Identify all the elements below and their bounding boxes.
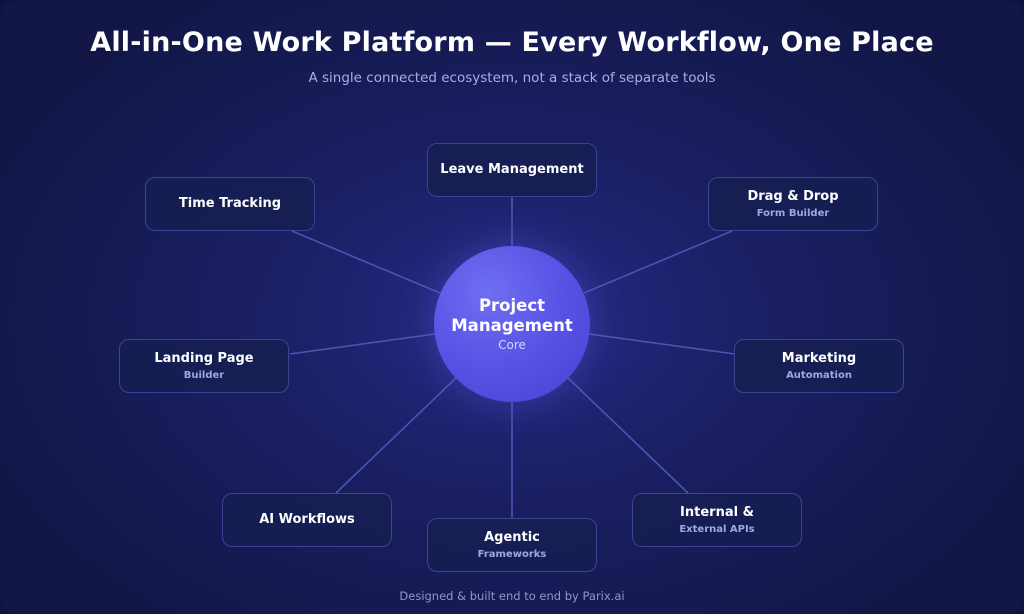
hub-node-project-management: Project Management Core [434, 246, 590, 402]
node-time-tracking: Time Tracking [145, 177, 315, 231]
connector-time [291, 230, 441, 294]
connector-marketing [588, 333, 736, 355]
node-apis: Internal & External APIs [632, 493, 802, 547]
node-title: Leave Management [440, 162, 584, 177]
node-leave-management: Leave Management [427, 143, 597, 197]
hub-subtitle: Core [498, 338, 526, 352]
node-ai-workflows: AI Workflows [222, 493, 392, 547]
node-landing-page: Landing Page Builder [119, 339, 289, 393]
node-marketing: Marketing Automation [734, 339, 904, 393]
node-drag-drop: Drag & Drop Form Builder [708, 177, 878, 231]
connector-landing [289, 333, 436, 355]
node-subtitle: Form Builder [756, 207, 830, 219]
hub-title-line2: Management [451, 316, 573, 335]
page-subtitle: A single connected ecosystem, not a stac… [308, 70, 716, 86]
node-title: Time Tracking [178, 196, 282, 211]
connector-apis [567, 377, 689, 494]
node-subtitle: Automation [786, 369, 852, 381]
node-title: Internal & [680, 504, 754, 520]
node-title: Drag & Drop [747, 188, 839, 204]
page-title: All-in-One Work Platform — Every Workflo… [90, 27, 934, 58]
node-subtitle: External APIs [679, 523, 755, 535]
node-title: Marketing [781, 350, 857, 366]
node-title: Agentic [484, 529, 540, 545]
node-subtitle: Builder [183, 369, 225, 381]
node-subtitle: Frameworks [477, 548, 547, 560]
hub-title-line1: Project [478, 296, 546, 315]
node-agentic: Agentic Frameworks [427, 518, 597, 572]
connector-drag [583, 230, 733, 294]
node-title: AI Workflows [259, 512, 355, 527]
connector-ai [335, 377, 457, 494]
node-title: Landing Page [154, 350, 254, 366]
footer-credit: Designed & built end to end by Parix.ai [399, 589, 625, 603]
